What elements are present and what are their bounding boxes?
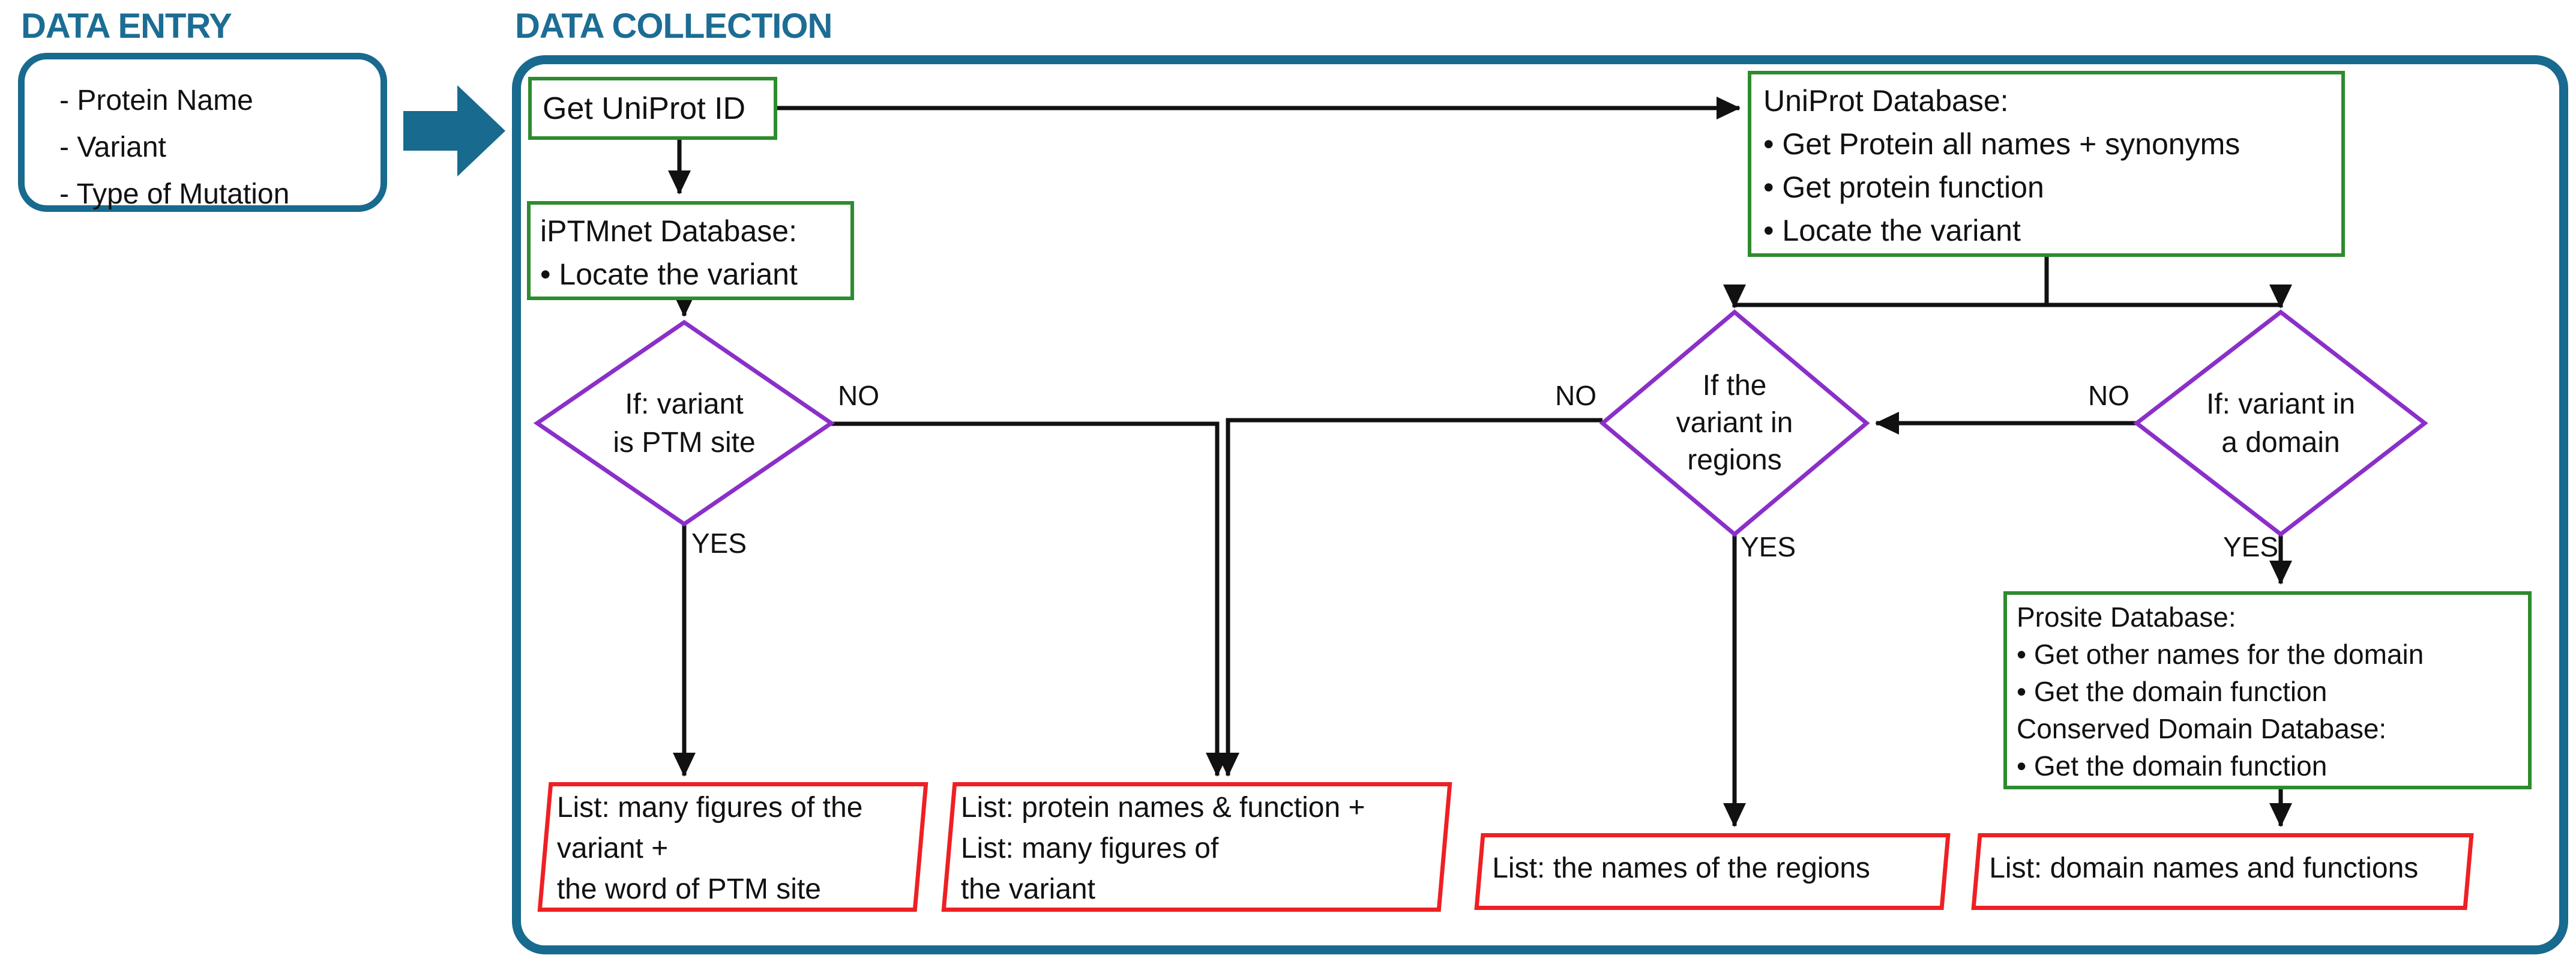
entry-item-protein-name: - Protein Name (59, 85, 253, 116)
line-uniprotdb-split (1735, 257, 2281, 307)
uniprot-db-line: UniProt Database: (1763, 84, 2009, 118)
ptm-decision-line: If: variant (625, 388, 744, 420)
ptm-decision-label: If: variant is PTM site (582, 385, 786, 462)
output-domains-line: List: domain names and functions (1989, 852, 2419, 884)
output-region-names: List: the names of the regions (1474, 833, 1951, 910)
output-ptm-line: the word of PTM site (556, 873, 821, 905)
prosite-line: Conserved Domain Database: (2017, 713, 2387, 744)
prosite-line: • Get the domain function (2017, 676, 2328, 707)
domain-decision-label: If: variant in a domain (2161, 385, 2401, 462)
data-entry-title: DATA ENTRY (21, 7, 232, 46)
output-ptm-figures: List: many figures of the variant + the … (537, 782, 928, 912)
iptmnet-line: iPTMnet Database: (540, 214, 797, 248)
regions-no-label: NO (1555, 380, 1596, 411)
domain-decision-line: a domain (2221, 427, 2340, 459)
iptmnet-line: • Locate the variant (540, 258, 798, 291)
output-names-line: List: many figures of (960, 833, 1219, 864)
regions-decision-line: variant in (1676, 407, 1793, 439)
domain-no-label: NO (2088, 380, 2129, 411)
output-names-line: List: protein names & function + (960, 792, 1365, 824)
uniprot-database-box: UniProt Database: • Get Protein all name… (1748, 71, 2345, 257)
prosite-line: Prosite Database: (2017, 601, 2236, 633)
entry-item-variant: - Variant (59, 131, 166, 163)
output-protein-names: List: protein names & function + List: m… (941, 782, 1452, 912)
entry-to-collection-arrow (403, 85, 505, 176)
prosite-database-box: Prosite Database: • Get other names for … (2003, 591, 2532, 789)
iptmnet-database-box: iPTMnet Database: • Locate the variant (527, 201, 854, 300)
prosite-line: • Get other names for the domain (2017, 639, 2424, 670)
output-ptm-line: List: many figures of the (556, 792, 863, 824)
data-collection-title: DATA COLLECTION (515, 7, 832, 46)
entry-item-mutation-type: - Type of Mutation (59, 178, 290, 210)
data-collection-box (512, 55, 2568, 954)
ptm-decision-line: is PTM site (613, 427, 756, 459)
ptm-no-label: NO (838, 380, 879, 411)
output-ptm-line: variant + (556, 833, 669, 864)
uniprot-db-line: • Get Protein all names + synonyms (1763, 127, 2240, 161)
regions-decision-line: If the (1702, 370, 1767, 402)
ptm-yes-label: YES (691, 528, 747, 559)
regions-decision-diamond (1599, 309, 1870, 537)
arrow-ptm-no-to-out-names (831, 421, 1229, 777)
data-entry-box: - Protein Name - Variant - Type of Mutat… (18, 53, 387, 212)
regions-decision-line: regions (1687, 444, 1782, 476)
regions-yes-label: YES (1741, 531, 1796, 562)
domain-yes-label: YES (2222, 531, 2278, 562)
domain-decision-line: If: variant in (2206, 388, 2356, 420)
arrow-regions-no-to-out-names (1217, 418, 1602, 777)
get-uniprot-id-label: Get UniProt ID (543, 91, 746, 126)
regions-decision-label: If the variant in regions (1639, 367, 1831, 479)
ptm-decision-diamond (533, 319, 835, 527)
get-uniprot-id-box: Get UniProt ID (528, 77, 777, 140)
uniprot-db-line: • Get protein function (1763, 170, 2044, 204)
output-domain-names: List: domain names and functions (1971, 833, 2474, 910)
prosite-line: • Get the domain function (2017, 750, 2328, 782)
domain-decision-diamond (2133, 309, 2428, 537)
output-regions-line: List: the names of the regions (1492, 852, 1870, 884)
uniprot-db-line: • Locate the variant (1763, 214, 2021, 247)
output-names-line: the variant (960, 873, 1095, 905)
